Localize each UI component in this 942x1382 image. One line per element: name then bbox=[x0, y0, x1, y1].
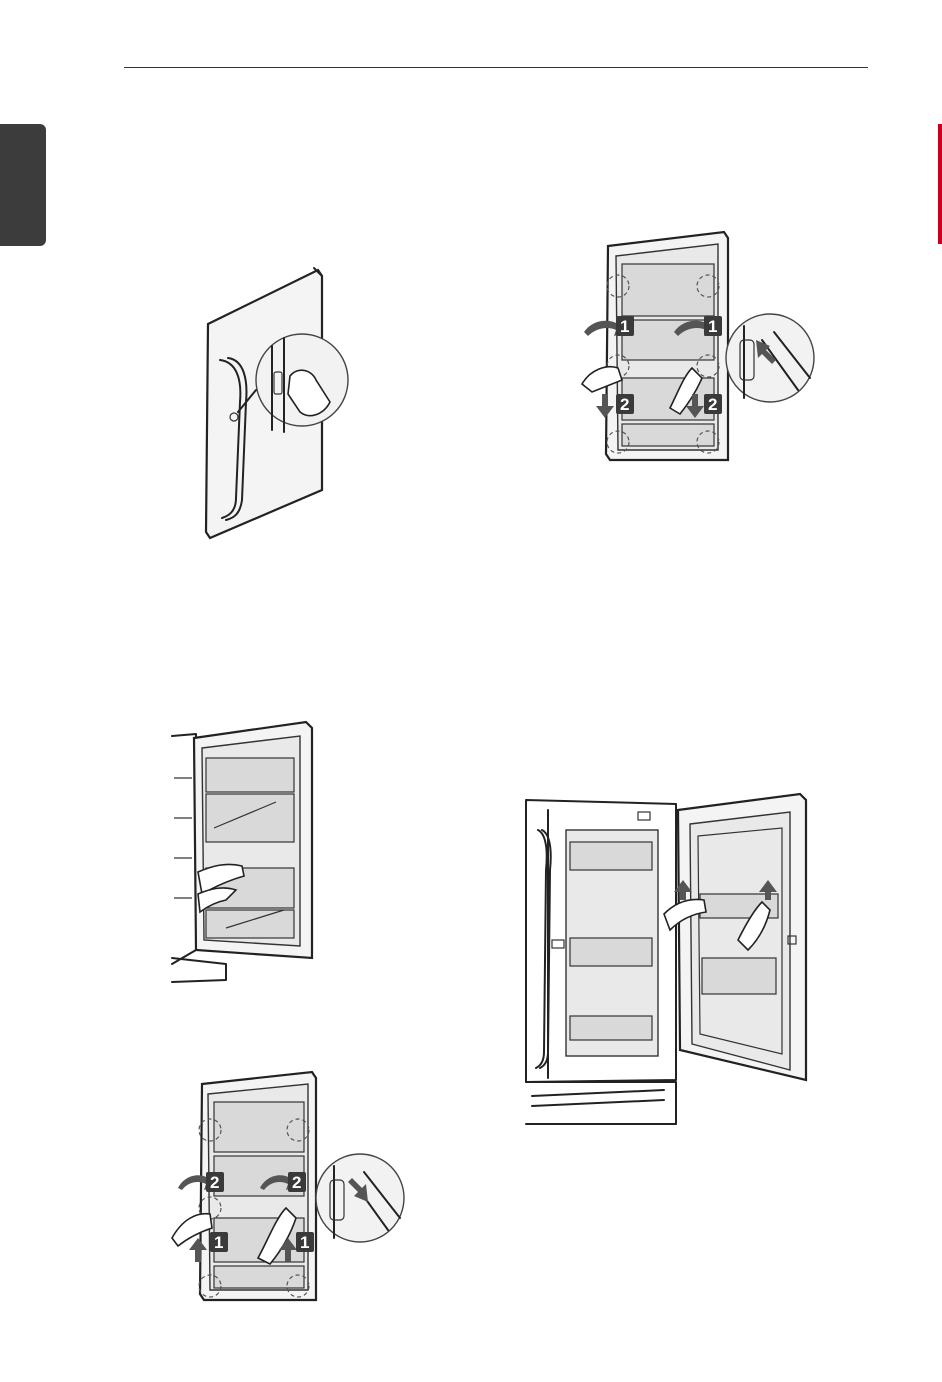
door-bin-lower bbox=[622, 378, 714, 420]
chapter-tab bbox=[0, 124, 46, 246]
step-label-1-right: 1 bbox=[300, 1233, 309, 1252]
step-label-2-right: 2 bbox=[708, 395, 717, 414]
remove-door-bins-illustration: 1 1 2 2 bbox=[578, 228, 818, 472]
step-label-1-left: 1 bbox=[214, 1233, 223, 1252]
door-bin-upper bbox=[214, 1102, 304, 1152]
shelf-top bbox=[570, 842, 652, 870]
door-handle-illustration bbox=[190, 262, 360, 547]
door-bin-middle bbox=[206, 794, 294, 842]
step-label-2-left: 2 bbox=[620, 395, 629, 414]
refrigerator-open-door-illustration bbox=[524, 790, 808, 1128]
door-bin-upper bbox=[622, 264, 714, 316]
install-door-bins-illustration: 2 2 1 1 bbox=[172, 1068, 408, 1304]
page-edge-marker bbox=[938, 124, 942, 244]
open-door-bin-illustration bbox=[166, 718, 318, 984]
header-rule bbox=[124, 67, 868, 68]
door-bin-lower bbox=[702, 958, 776, 994]
step-label-1-right: 1 bbox=[708, 317, 717, 336]
door-bin-bottom bbox=[214, 1266, 304, 1288]
shelf-middle bbox=[570, 938, 652, 966]
shelf-bottom bbox=[570, 1016, 652, 1040]
step-label-1-left: 1 bbox=[620, 317, 629, 336]
door-bin-bottom bbox=[206, 910, 294, 938]
step-label-2-left: 2 bbox=[210, 1173, 219, 1192]
door-bin-upper bbox=[206, 758, 294, 792]
step-label-2-right: 2 bbox=[292, 1173, 301, 1192]
